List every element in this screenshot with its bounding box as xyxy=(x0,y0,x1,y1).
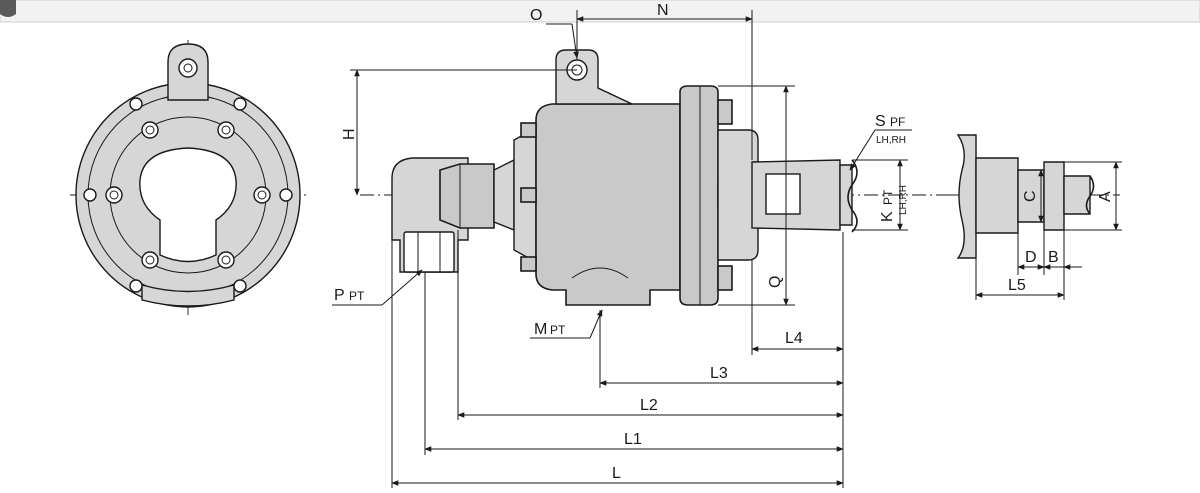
label-c: C xyxy=(1022,190,1039,202)
window-corner-icon xyxy=(0,0,16,17)
label-s-pf: PF xyxy=(890,115,905,129)
label-l3: L3 xyxy=(710,365,728,382)
label-n: N xyxy=(657,2,669,19)
dimension-lines xyxy=(332,10,1122,488)
window-frame-bar xyxy=(0,0,1200,23)
label-a: A xyxy=(1097,191,1114,202)
label-d: D xyxy=(1025,249,1037,266)
label-l1: L1 xyxy=(624,431,642,448)
label-m-pt: PT xyxy=(550,323,566,337)
label-l: L xyxy=(612,465,621,482)
label-p: P xyxy=(334,287,345,304)
label-k-pt: PT xyxy=(881,189,895,205)
label-h: H xyxy=(341,128,358,140)
label-s-hand: LH,RH xyxy=(876,135,906,146)
label-p-pt: PT xyxy=(349,289,365,303)
label-l4: L4 xyxy=(785,330,803,347)
label-l5: L5 xyxy=(1008,277,1026,294)
label-k: K xyxy=(879,211,896,222)
side-view xyxy=(360,49,945,306)
label-s: S xyxy=(875,113,886,130)
label-o: O xyxy=(530,7,542,24)
label-q: Q xyxy=(767,276,784,288)
label-l2: L2 xyxy=(640,397,658,414)
label-m: M xyxy=(534,321,547,338)
shaft-detail-view xyxy=(945,134,1120,259)
front-view xyxy=(70,40,310,315)
label-k-hand: LH,RH xyxy=(898,185,909,215)
dimension-labels: O N H S PF LH,RH K PT LH,RH Q P PT M PT … xyxy=(334,2,1114,482)
label-b: B xyxy=(1048,249,1059,266)
